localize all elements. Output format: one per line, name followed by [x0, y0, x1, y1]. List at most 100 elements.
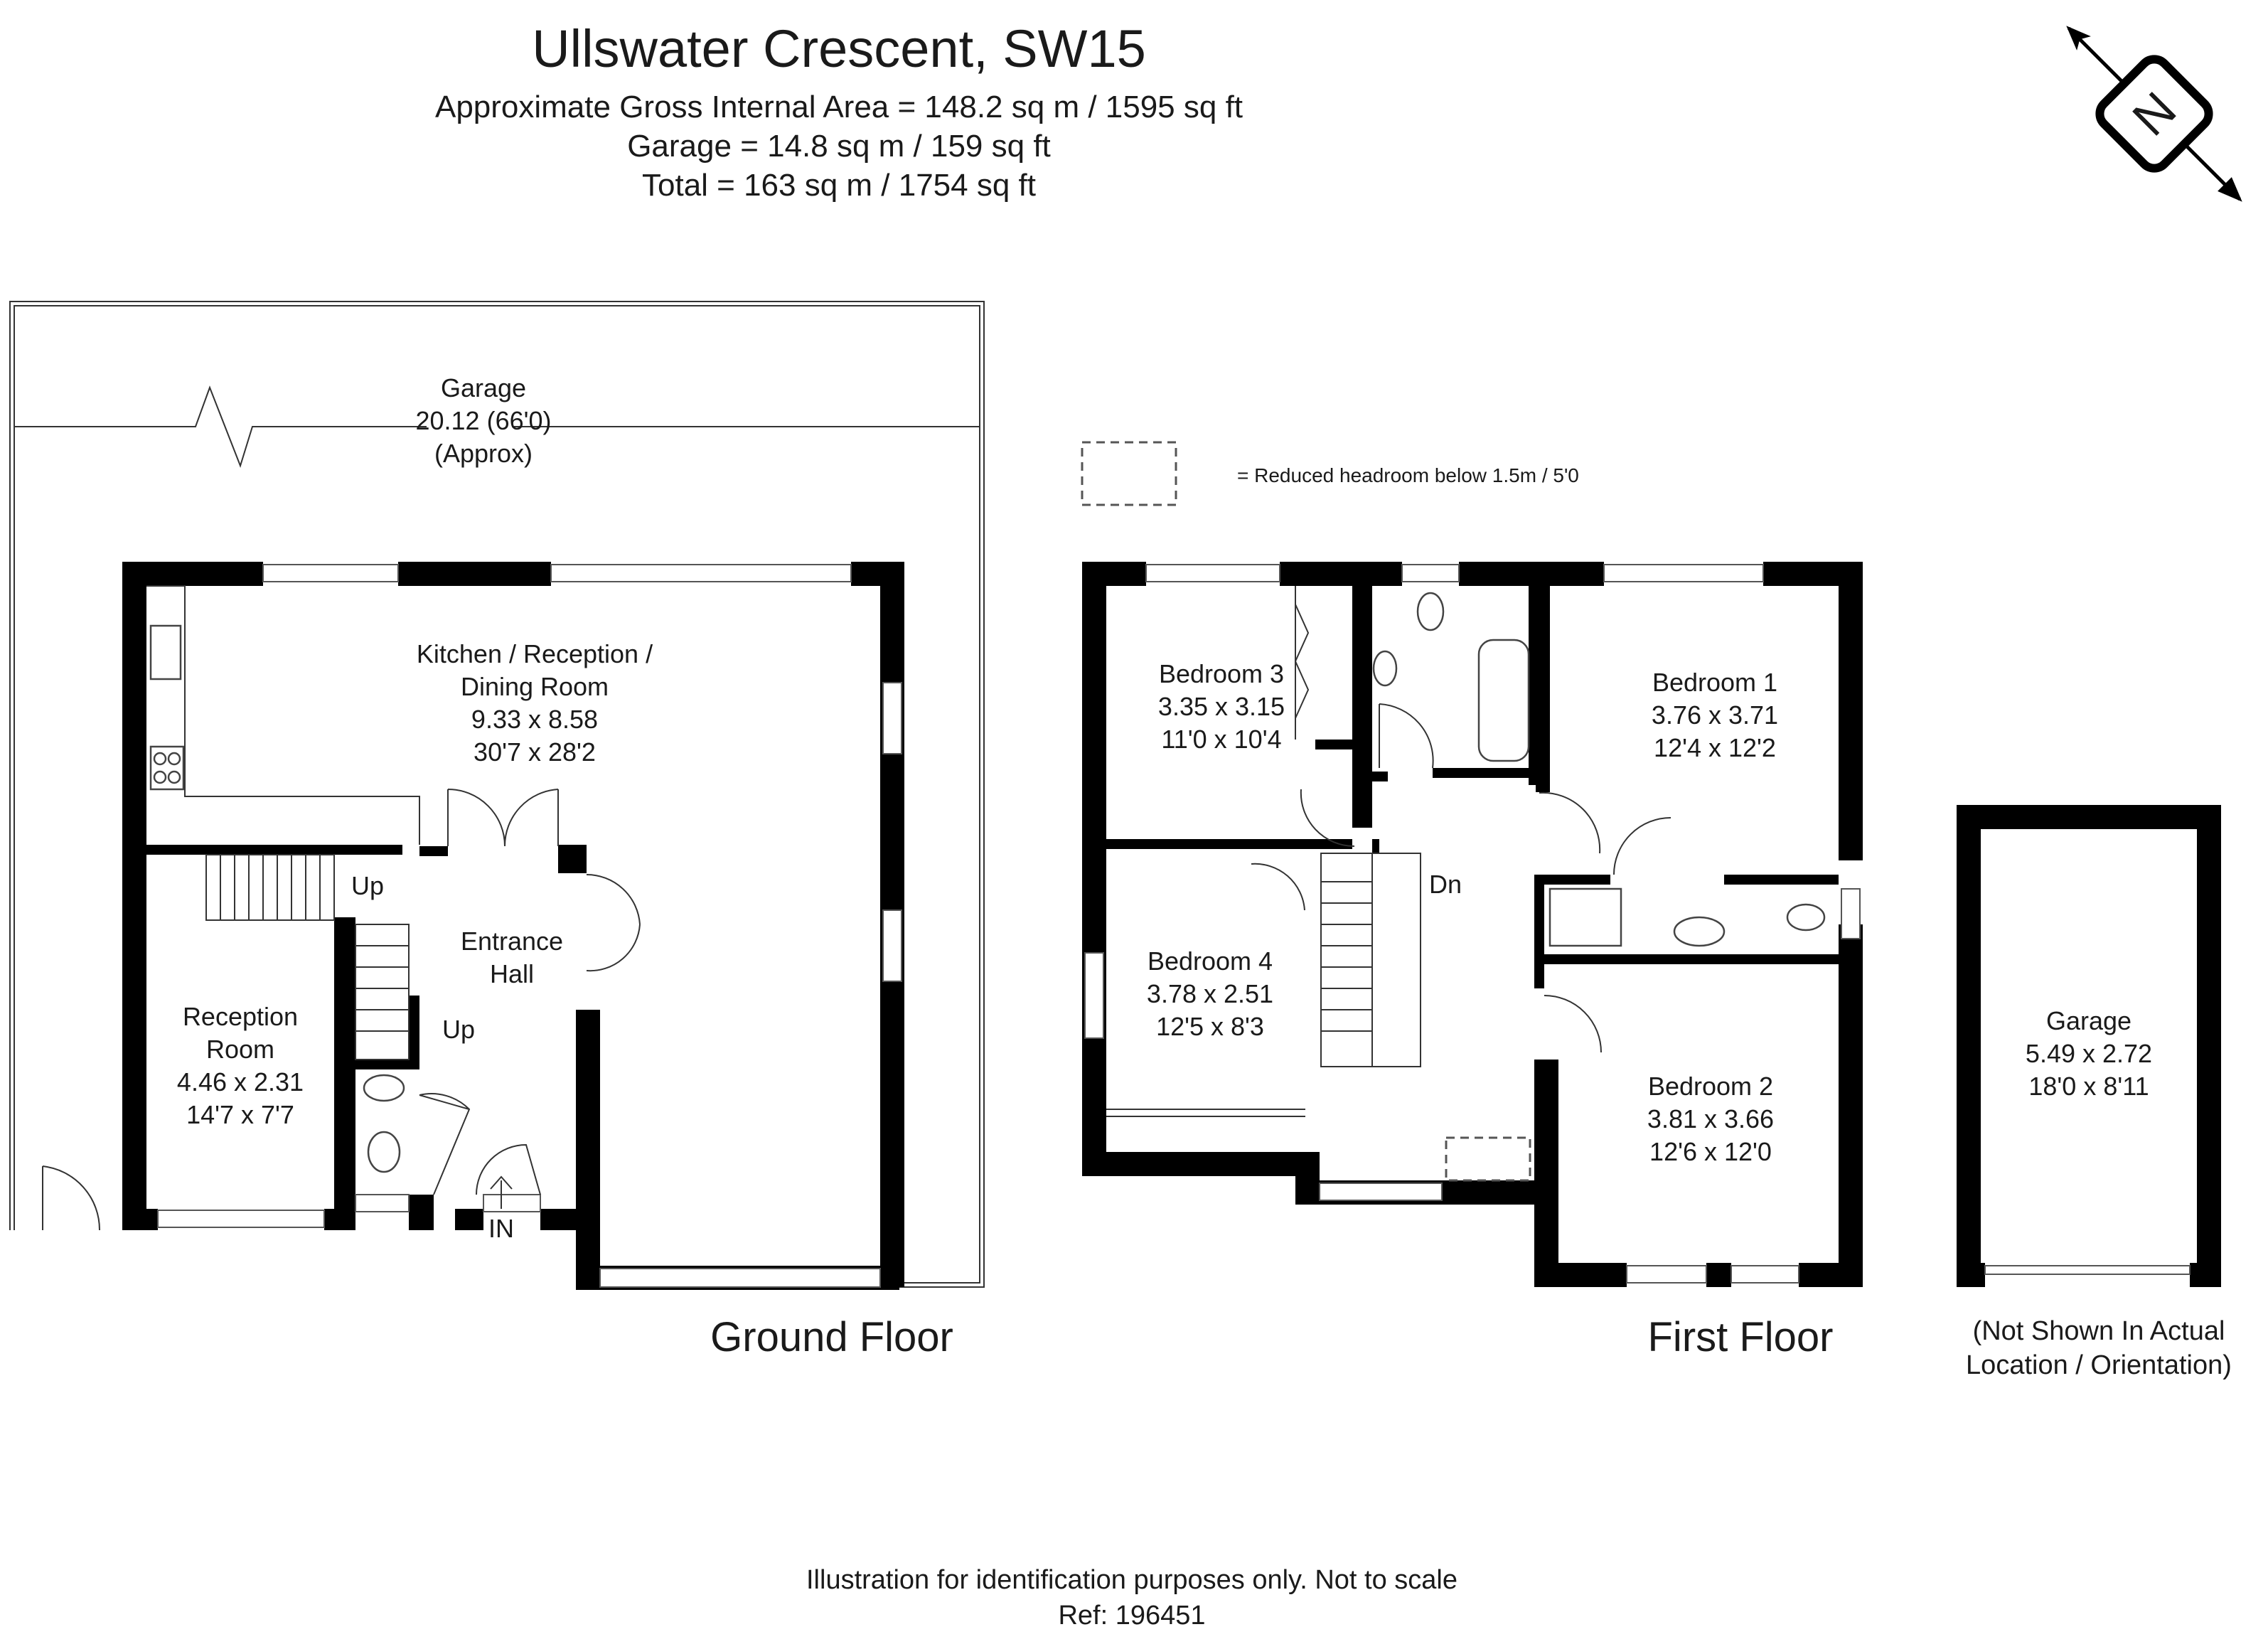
header: Ullswater Crescent, SW15 Approximate Gro…: [435, 19, 1243, 203]
kitchen-double-door: [447, 789, 559, 847]
garage-boundary: [9, 301, 985, 1288]
stair-up-label-1: Up: [351, 871, 384, 900]
ground-floor-walls: [122, 562, 904, 1290]
bedroom-1-name: Bedroom 1: [1652, 668, 1777, 697]
bathroom-door: [1379, 703, 1434, 769]
first-floor: Bedroom 3 3.35 x 3.15 11'0 x 10'4 Bedroo…: [1082, 562, 1863, 1360]
toilet-icon: [1416, 592, 1445, 631]
kitchen-imperial: 30'7 x 28'2: [474, 737, 596, 767]
bath-icon: [1477, 639, 1530, 762]
window: [1626, 1265, 1707, 1284]
window: [262, 564, 399, 582]
sink-icon: [149, 624, 182, 681]
reduced-headroom-area: [1445, 1136, 1531, 1182]
window: [1401, 564, 1460, 582]
wardrobe: [1106, 1109, 1305, 1117]
bedroom-4-metric: 3.78 x 2.51: [1147, 979, 1273, 1008]
kitchen-name-line-2: Dining Room: [461, 672, 609, 701]
kitchen-metric: 9.33 x 8.58: [471, 705, 598, 734]
garage-strip-name: Garage: [441, 373, 526, 402]
bedroom-3-name: Bedroom 3: [1159, 659, 1284, 688]
basin-icon: [1372, 650, 1398, 687]
staircase: [1320, 853, 1421, 1067]
front-door: [476, 1143, 541, 1195]
footer: Illustration for identification purposes…: [806, 1565, 1457, 1631]
basin-icon: [363, 1074, 405, 1102]
bedroom-3-imperial: 11'0 x 10'4: [1161, 725, 1281, 754]
entry-label: IN: [488, 1214, 514, 1243]
window: [882, 682, 902, 754]
bedroom-2-imperial: 12'6 x 12'0: [1649, 1137, 1772, 1166]
reduced-headroom-swatch: [1081, 441, 1177, 506]
total-area-line: Total = 163 sq m / 1754 sq ft: [642, 168, 1036, 203]
stair-up-label-2: Up: [442, 1015, 475, 1044]
compass-north-icon: N: [2066, 26, 2242, 202]
bedroom-1-door: [1539, 791, 1601, 854]
reception-name-line-1: Reception: [183, 1002, 298, 1031]
stair-down-label: Dn: [1429, 870, 1462, 899]
bedroom-3-door: [1300, 789, 1355, 848]
window: [1603, 564, 1764, 582]
wc-door: [419, 1093, 471, 1195]
legend-text: = Reduced headroom below 1.5m / 5'0: [1237, 464, 1579, 486]
wardrobe-bed3: [1294, 586, 1310, 740]
reception-metric: 4.46 x 2.31: [177, 1067, 304, 1096]
shower-icon: [1548, 887, 1622, 947]
staircase: [205, 854, 410, 1060]
bedroom-4-door: [1251, 863, 1305, 911]
garage-strip-note: (Approx): [434, 439, 533, 468]
garage-dimension-line: [14, 385, 980, 469]
entry-arrow-icon: [490, 1175, 513, 1209]
bedroom-1-metric: 3.76 x 3.71: [1652, 700, 1778, 730]
window: [1841, 888, 1861, 939]
garage-note-line-1: (Not Shown In Actual: [1973, 1316, 2225, 1346]
ground-floor: Garage 20.12 (66'0) (Approx) Kitchen / R…: [9, 301, 985, 1360]
gross-area-line: Approximate Gross Internal Area = 148.2 …: [435, 90, 1243, 124]
garage-strip-dims: 20.12 (66'0): [415, 406, 551, 435]
window: [157, 1210, 325, 1228]
window: [355, 1194, 410, 1212]
disclaimer: Illustration for identification purposes…: [806, 1565, 1457, 1595]
kitchen-name-line-1: Kitchen / Reception /: [417, 639, 653, 668]
garage-name: Garage: [2046, 1006, 2131, 1035]
reception-name-line-2: Room: [206, 1035, 274, 1064]
legend: = Reduced headroom below 1.5m / 5'0: [1081, 441, 1579, 506]
window: [599, 1268, 881, 1288]
garage-door: [1984, 1265, 2191, 1275]
window: [550, 564, 852, 582]
first-floor-label: First Floor: [1648, 1314, 1834, 1360]
window: [1145, 564, 1280, 582]
garage-imperial: 18'0 x 8'11: [2028, 1072, 2149, 1101]
entrance-name-line-1: Entrance: [461, 927, 563, 956]
first-floor-walls: [1082, 562, 1863, 1287]
garage-area-line: Garage = 14.8 sq m / 159 sq ft: [627, 129, 1051, 164]
garage-metric: 5.49 x 2.72: [2026, 1039, 2152, 1068]
ensuite-door: [1613, 817, 1671, 875]
reception-imperial: 14'7 x 7'7: [186, 1100, 294, 1129]
window: [1731, 1265, 1799, 1284]
kitchen-worktop: [146, 585, 420, 845]
window: [1084, 952, 1104, 1039]
toilet-icon: [367, 1131, 401, 1173]
toilet-icon: [1786, 903, 1826, 932]
bedroom-2-metric: 3.81 x 3.66: [1647, 1104, 1774, 1133]
window: [1319, 1183, 1443, 1201]
bedroom-2-name: Bedroom 2: [1648, 1072, 1773, 1101]
bedroom-2-door: [1544, 995, 1602, 1053]
bedroom-4-imperial: 12'5 x 8'3: [1156, 1012, 1264, 1041]
garage-note-line-2: Location / Orientation): [1966, 1350, 2232, 1380]
plan-title: Ullswater Crescent, SW15: [532, 19, 1146, 78]
ground-floor-label: Ground Floor: [710, 1314, 953, 1360]
side-door: [42, 1165, 101, 1231]
basin-icon: [1673, 916, 1726, 947]
garage-boundary-inner: [14, 305, 980, 1284]
entrance-name-line-2: Hall: [490, 959, 534, 988]
window: [882, 909, 902, 982]
window: [483, 1194, 541, 1212]
bedroom-1-imperial: 12'4 x 12'2: [1654, 733, 1776, 762]
bedroom-4-name: Bedroom 4: [1148, 946, 1273, 976]
reference-number: Ref: 196451: [1058, 1601, 1205, 1631]
detached-garage: Garage 5.49 x 2.72 18'0 x 8'11 (Not Show…: [1957, 805, 2232, 1380]
hob-icon: [149, 745, 185, 791]
